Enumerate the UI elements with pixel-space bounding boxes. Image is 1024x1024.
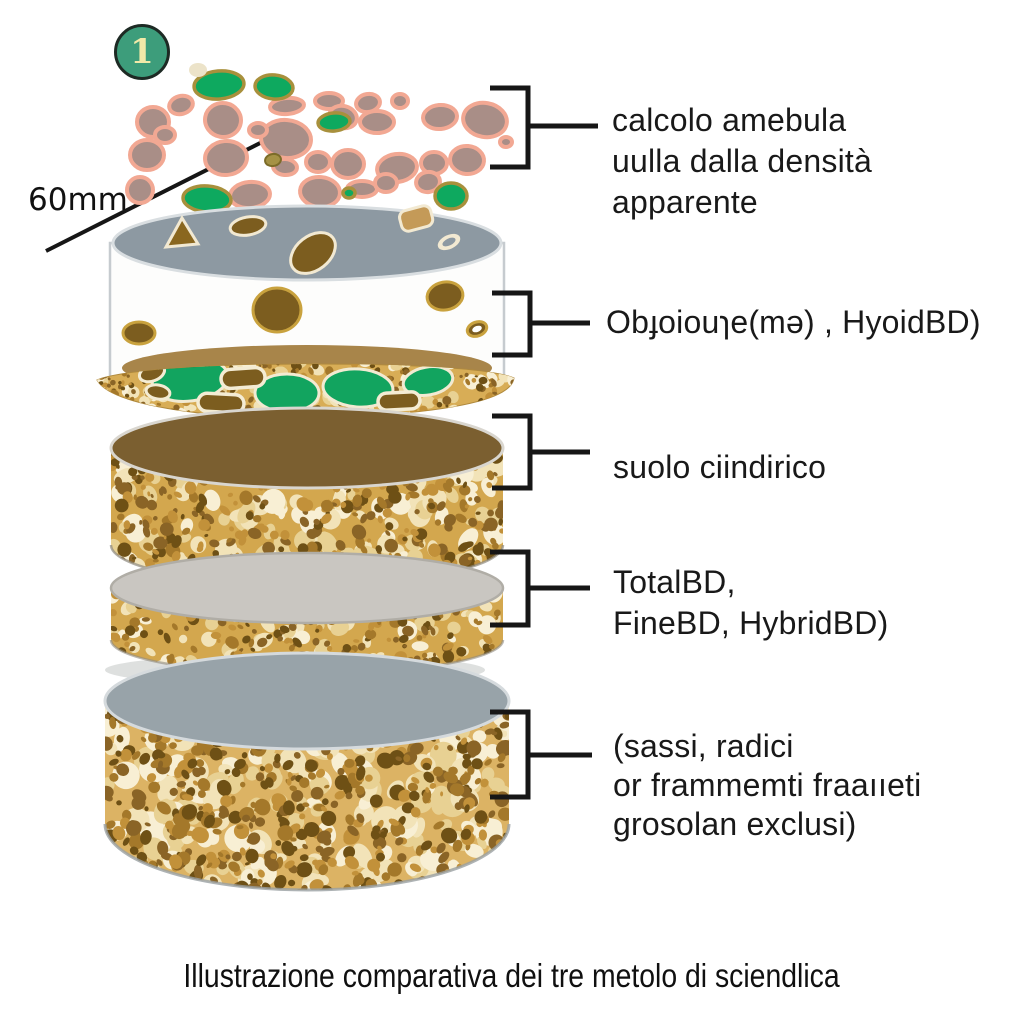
bracket-5 <box>490 709 592 800</box>
step-number: 1 <box>130 32 154 72</box>
bracket-3 <box>492 413 590 491</box>
sampling-ring-cylinder <box>96 204 515 420</box>
figure-caption: Illustrazione comparativa dei tre metolo… <box>183 957 841 994</box>
bottom-core-cylinder <box>103 651 511 892</box>
annotation-line: apparente <box>612 184 758 220</box>
annotation-line: Obɟoiouɿe(mə) , HyoidBD) <box>606 304 981 340</box>
annotation-line: uulla dalla densità <box>612 143 872 179</box>
bracket-2 <box>492 290 590 358</box>
size-measurement-label: 60mm <box>28 182 128 218</box>
annotation-line: or frammemti fraaııeti <box>613 767 922 803</box>
annotation-line: calcolo amebula <box>612 102 847 138</box>
annotation-line: FineBD, HybridBD) <box>613 605 889 641</box>
annotation-line: suolo ciindirico <box>613 449 827 485</box>
annotation-soil-core: suolo ciindirico <box>613 447 826 488</box>
annotation-brackets <box>490 85 598 800</box>
annotation-thin-disc: TotalBD, FineBD, HybridBD) <box>613 562 888 644</box>
annotation-sampling-ring: Obɟoiouɿe(mə) , HyoidBD) <box>606 302 981 343</box>
annotation-surface-gravel: calcolo amebula uulla dalla densità appa… <box>612 100 872 223</box>
figure-caption-row: Illustrazione comparativa dei tre metolo… <box>0 957 1024 995</box>
ring-top-stones <box>163 204 461 275</box>
core-top-surface <box>109 406 505 490</box>
pebble-field <box>125 63 514 214</box>
annotation-line: TotalBD, <box>613 564 736 600</box>
bracket-4 <box>490 549 590 628</box>
bottom-top-surface <box>103 651 511 751</box>
step-1-badge: 1 <box>114 24 170 80</box>
annotation-line: grosolan exclusi) <box>613 806 857 842</box>
bracket-1 <box>490 85 598 170</box>
annotation-bottom-core: (sassi, radici or frammemti fraaııeti gr… <box>613 727 921 844</box>
annotation-line: (sassi, radici <box>613 728 794 764</box>
disc-top-surface <box>109 551 505 625</box>
falling-aggregates <box>121 280 489 346</box>
